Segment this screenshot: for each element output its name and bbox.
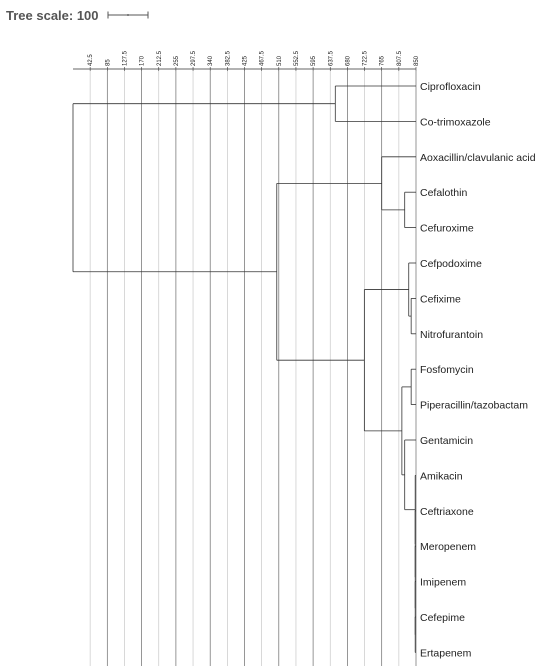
leaf-label: Ertapenem <box>420 647 472 659</box>
leaf-label: Co-trimoxazole <box>420 116 491 128</box>
leaf-label: Cefuroxime <box>420 223 474 235</box>
tick-label: 765 <box>380 55 386 66</box>
leaf-label: Fosfomycin <box>420 364 474 376</box>
tick-label: 807.5 <box>397 50 403 66</box>
tree-scale-label: Tree scale: 100 <box>6 7 99 23</box>
leaf-label: Piperacillin/tazobactam <box>420 400 528 412</box>
tick-label: 212.5 <box>157 50 163 66</box>
gridlines <box>89 71 417 666</box>
axis-ticks: 42.5 85 127.5 170 212.5 255 297.5 340 382.5 425 46… <box>73 50 420 71</box>
tick-label: 637.5 <box>328 50 334 66</box>
leaf-label: Nitrofurantoin <box>420 329 483 341</box>
tree-scale-bar <box>107 11 149 19</box>
tick-label: 85 <box>105 59 111 66</box>
leaf-label: Ceftriaxone <box>420 506 474 518</box>
leaf-label: Cefixime <box>420 293 461 305</box>
tick-label: 680 <box>345 55 351 66</box>
leaf-label: Cefpodoxime <box>420 258 482 270</box>
tree-branches <box>72 85 416 653</box>
tick-label: 127.5 <box>122 50 128 66</box>
leaf-label: Ciprofloxacin <box>420 81 481 93</box>
leaf-label: Cefepime <box>420 612 465 624</box>
tick-label: 170 <box>140 55 146 66</box>
leaf-label: Amikacin <box>420 470 463 482</box>
tick-label: 850 <box>414 55 420 66</box>
tick-label: 425 <box>243 55 249 66</box>
tick-label: 510 <box>277 55 283 66</box>
leaf-label: Meropenem <box>420 541 476 553</box>
tick-label: 382.5 <box>225 50 231 66</box>
leaf-labels: CiprofloxacinCo-trimoxazoleAoxacillin/cl… <box>420 81 536 659</box>
tick-label: 42.5 <box>88 54 94 66</box>
tree-scale: Tree scale: 100 <box>6 5 149 25</box>
leaf-label: Aoxacillin/clavulanic acid <box>420 152 536 164</box>
tick-label: 297.5 <box>191 50 197 66</box>
leaf-label: Imipenem <box>420 577 466 589</box>
tick-label: 722.5 <box>363 50 369 66</box>
tick-label: 255 <box>174 55 180 66</box>
tick-label: 552.5 <box>294 50 300 66</box>
leaf-label: Gentamicin <box>420 435 473 447</box>
tick-label: 595 <box>311 55 317 66</box>
tick-label: 467.5 <box>260 50 266 66</box>
leaf-label: Cefalothin <box>420 187 467 199</box>
tick-label: 340 <box>208 55 214 66</box>
